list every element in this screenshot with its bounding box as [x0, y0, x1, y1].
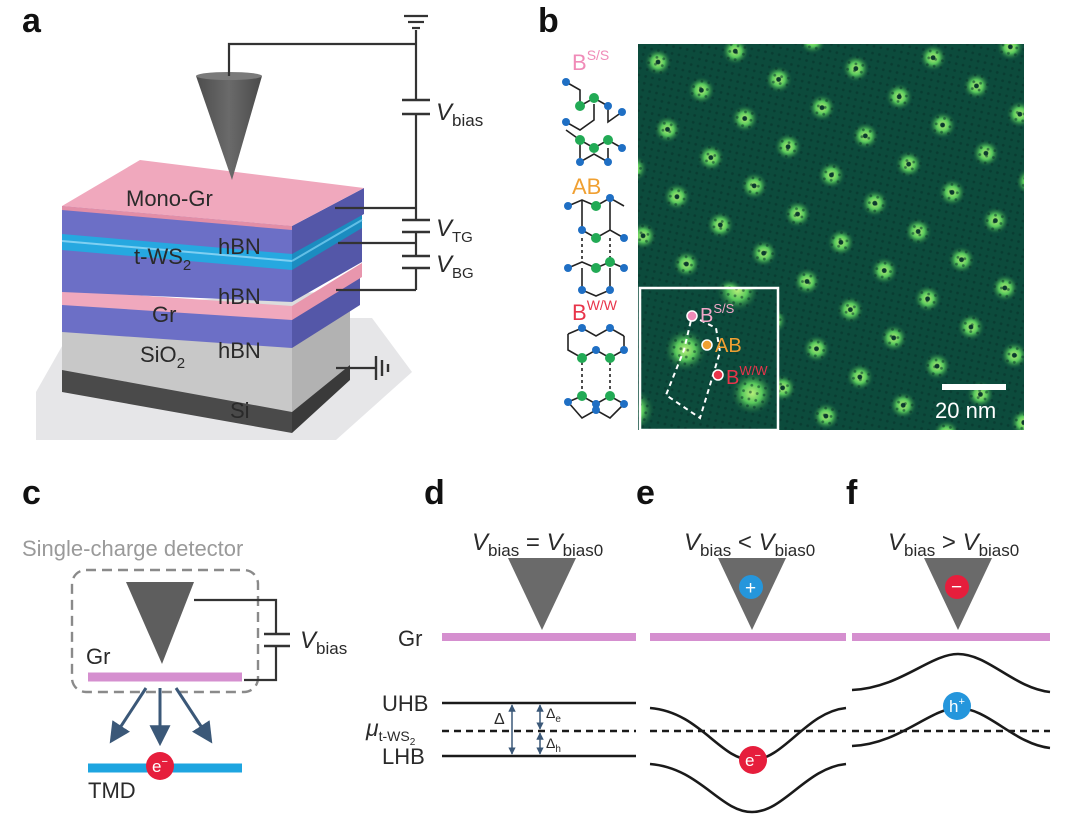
label-c-gr: Gr [86, 644, 110, 669]
tip-charge-e-label: + [745, 578, 756, 599]
electron-e-label: e− [745, 750, 761, 770]
stm-tip [196, 76, 262, 180]
label-mu: μt-WS2 [365, 715, 416, 748]
label-delta: Δ [494, 711, 505, 728]
hbn-top-front [62, 206, 292, 254]
panel-b: BS/S AB BW/W [562, 44, 1024, 432]
label-vtg: VTG [436, 215, 473, 246]
hbn-middle-side [292, 226, 362, 302]
label-tmd: TMD [88, 778, 136, 803]
label-uhb: UHB [382, 691, 428, 716]
sio2-layer-front [62, 330, 292, 412]
scale-bar [942, 384, 1006, 390]
label-delta-h: Δh [546, 735, 561, 755]
inset-label-bss: BS/S [700, 301, 735, 327]
label-c-vbias: Vbias [300, 627, 347, 658]
hbn-bottom-front [62, 300, 292, 348]
stacking-schematic-ab [567, 197, 625, 297]
label-d-gr: Gr [398, 626, 422, 651]
gr-bottom-side [292, 263, 362, 320]
label-vbias: Vbias [436, 99, 483, 130]
electron-c [146, 752, 174, 780]
panel-d: Vbias = Vbias0 Gr UHB μt-WS2 LHB Δ Δe Δh [365, 529, 636, 769]
label-mono-gr: Mono-Gr [126, 186, 213, 211]
tip-charge-e [739, 575, 763, 599]
uhb-curve-f [851, 652, 1051, 694]
inset-label-bww: BW/W [726, 363, 768, 389]
header-e: Vbias < Vbias0 [684, 529, 815, 560]
lhb-curve-e [649, 762, 847, 814]
gr-bottom-front [62, 290, 292, 320]
label-tws2: t-WS2 [134, 244, 191, 274]
hole-f [943, 692, 971, 720]
label-hbn-mid: hBN [218, 284, 261, 309]
hole-f-label: h+ [949, 696, 965, 716]
detector-box [70, 568, 260, 694]
tip-charge-f-label: − [951, 577, 962, 598]
label-sio2: SiO2 [140, 342, 185, 372]
detector-label: Single-charge detector [22, 536, 243, 561]
header-f: Vbias > Vbias0 [888, 529, 1019, 560]
label-hbn-bottom: hBN [218, 338, 261, 363]
label-vbg: VBG [436, 251, 474, 282]
label-hbn-top: hBN [218, 234, 261, 259]
detector-tip [126, 582, 194, 664]
electron-e [739, 746, 767, 774]
panel-label-a: a [22, 2, 42, 40]
label-gr: Gr [152, 302, 176, 327]
electron-c-label: e− [152, 756, 168, 776]
panel-label-d: d [424, 474, 445, 512]
stacking-label-bss: BS/S [572, 47, 609, 75]
panel-label-e: e [636, 474, 655, 512]
hbn-top-side [292, 188, 364, 254]
inset-label-ab: AB [715, 335, 742, 357]
panel-e: Vbias < Vbias0 + e− [649, 529, 847, 814]
hbn-bottom-side [292, 275, 360, 348]
scale-bar-label: 20 nm [935, 398, 996, 423]
sio2-layer-side [292, 290, 350, 412]
panel-c: Single-charge detector Gr Vbias e− TMD [22, 536, 347, 803]
panel-label-b: b [538, 2, 559, 40]
panel-f: Vbias > Vbias0 − h+ [851, 529, 1051, 750]
tip-d [508, 558, 576, 630]
hbn-middle-front [62, 248, 292, 302]
tip-charge-f [945, 575, 969, 599]
stm-inset: BS/S AB BW/W [638, 286, 780, 432]
panel-a-device: Mono-Gr hBN t-WS2 hBN Gr hBN SiO2 Si Vbi… [36, 14, 483, 440]
panel-label-f: f [846, 474, 858, 512]
stacking-label-ab: AB [572, 174, 601, 199]
header-d: Vbias = Vbias0 [472, 529, 603, 560]
stacking-label-bww: BW/W [572, 297, 618, 325]
label-lhb: LHB [382, 744, 425, 769]
label-delta-e: Δe [546, 705, 561, 725]
label-si: Si [230, 398, 250, 423]
panel-label-c: c [22, 474, 41, 512]
mono-gr-layer [62, 160, 364, 226]
